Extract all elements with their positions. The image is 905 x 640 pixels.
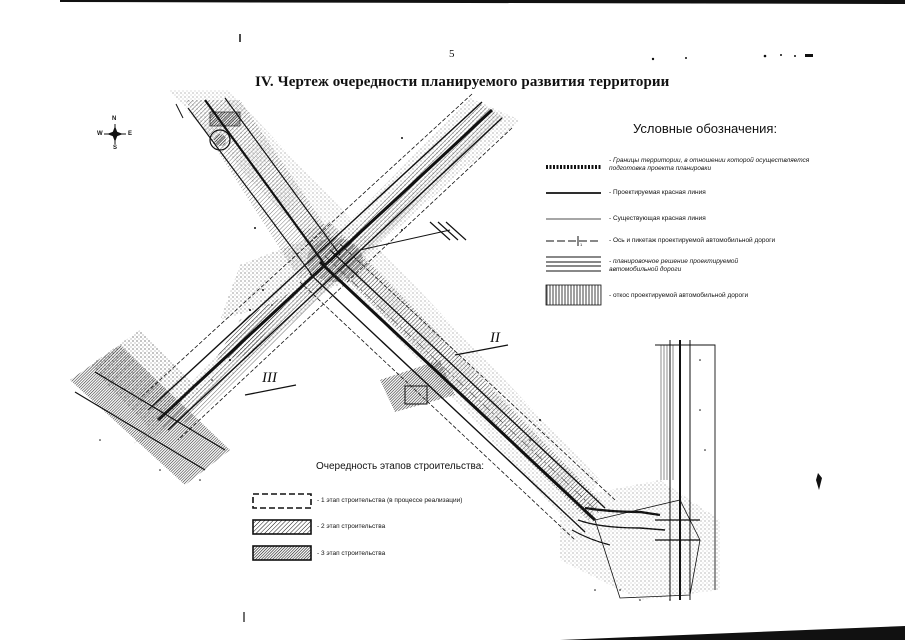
legend-label-existing-red-line: - Существующая красная линия [609,215,706,222]
compass-e: E [128,131,133,137]
road-nw-branch [175,97,345,280]
page-number: 5 [449,48,455,60]
stage-3-label: - 3 этап строительства [317,550,386,557]
stage-2-symbol [252,519,312,535]
compass-s: S [113,145,118,151]
svg-text:1: 1 [580,242,583,247]
legend-label-slope: - откос проектируемой автомобильной доро… [609,292,749,299]
compass-w: W [97,131,103,137]
legend-symbol-slope [545,284,602,306]
legend-symbol-road-axis: 1 [546,236,601,247]
stage-1-label: - 1 этап строительства (в процессе реали… [317,497,463,504]
map-details [99,137,706,601]
legend-symbol-road-plan [546,256,601,272]
intersection [215,221,467,412]
stage-3-symbol [252,545,312,561]
legend-title: Условные обозначения: [633,121,778,136]
legend-label-boundary: - Границы территории, в отношении которо… [609,157,810,172]
section-markers [244,344,509,396]
stage-2-label: - 2 этап строительства [317,523,386,530]
page-title: IV. Чертеж очередности планируемого разв… [255,74,670,90]
section-label-ii: II [490,330,500,346]
legend-label-proposed-red-line: - Проектируемая красная линия [609,189,706,196]
legend-label-road-axis: - Ось и пикетаж проектируемой автомобиль… [609,237,776,244]
legend-label-road-plan: - планировочное решение проектируемой ав… [609,258,739,273]
stages-title: Очередность этапов строительства: [316,461,485,472]
compass-n: N [112,116,117,122]
section-label-iii: III [262,370,277,386]
road-se-area [560,340,720,600]
stage-1-symbol [252,493,312,509]
